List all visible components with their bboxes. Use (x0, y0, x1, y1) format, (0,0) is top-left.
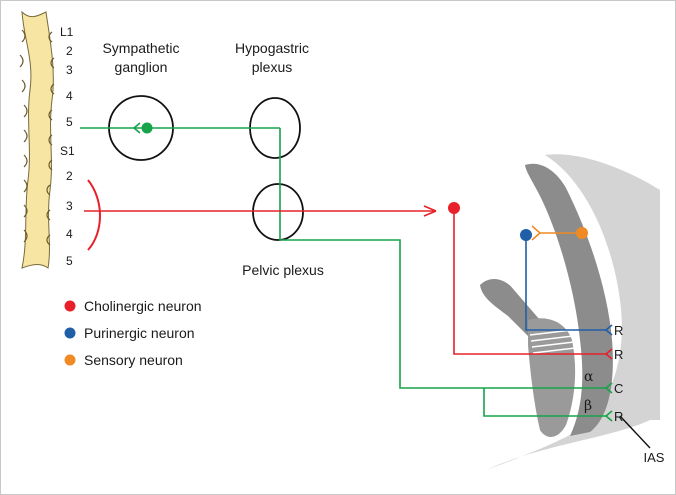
receptor-label-r2: R (614, 347, 623, 362)
legend: Cholinergic neuron Purinergic neuron Sen… (65, 298, 202, 368)
level-L5: 5 (66, 115, 73, 129)
receptor-label-r1: R (614, 323, 623, 338)
alpha-label: α (584, 369, 594, 385)
level-S4: 4 (66, 227, 73, 241)
legend-label-sensory: Sensory neuron (84, 352, 183, 368)
sympathetic-ganglion-label-line1: Sympathetic (102, 40, 179, 56)
hypogastric-plexus-label-line1: Hypogastric (235, 40, 309, 56)
level-L1: L1 (60, 25, 74, 39)
level-L4: 4 (66, 89, 73, 103)
ias-label: IAS (644, 450, 665, 465)
purinergic-neuron-dot (520, 229, 532, 241)
cholinergic-neuron-dot (448, 202, 460, 214)
receptor-label-r3: R (614, 409, 623, 424)
sensory-neuron-dot (576, 227, 588, 239)
hypogastric-plexus-label-line2: plexus (252, 59, 292, 75)
level-S2: 2 (66, 169, 73, 183)
legend-label-purinergic: Purinergic neuron (84, 325, 195, 341)
beta-label: β (584, 398, 592, 414)
level-S5: 5 (66, 254, 73, 268)
legend-label-cholinergic: Cholinergic neuron (84, 298, 202, 314)
sympathetic-synapse-dot (142, 123, 153, 134)
level-S1: S1 (60, 144, 75, 158)
legend-dot-cholinergic (65, 301, 76, 312)
level-S3: 3 (66, 199, 73, 213)
level-L3: 3 (66, 63, 73, 77)
sympathetic-ganglion-label-line2: ganglion (115, 59, 168, 75)
receptor-label-c: C (614, 381, 623, 396)
legend-dot-sensory (65, 355, 76, 366)
level-L2: 2 (66, 44, 73, 58)
pelvic-plexus-label: Pelvic plexus (242, 262, 324, 278)
legend-dot-purinergic (65, 328, 76, 339)
